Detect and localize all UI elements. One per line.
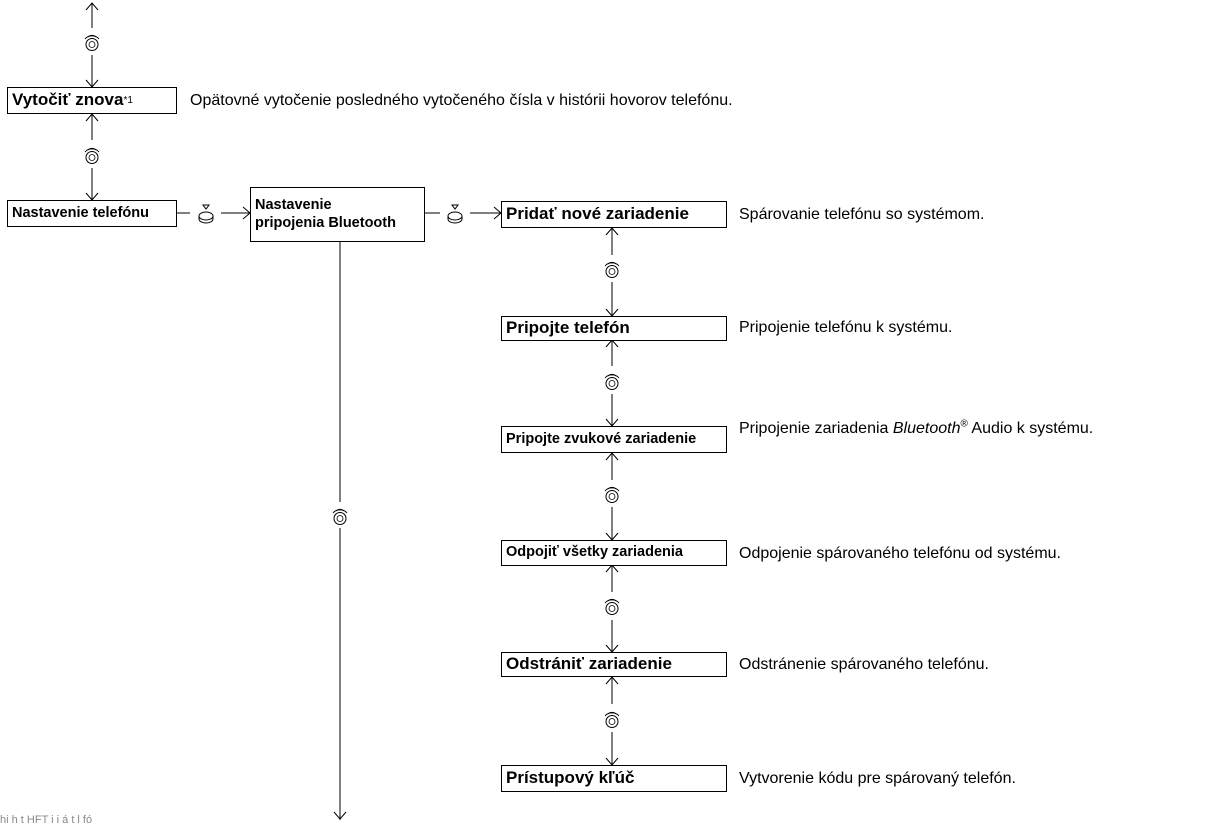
dial-rotate-icon [604,598,620,615]
disconnect-all-label: Odpojiť všetky zariadenia [506,544,683,561]
bluetooth-brand: Bluetooth [892,420,961,437]
remove-device-description: Odstránenie spárovaného telefónu. [739,656,989,673]
dial-rotate-icon [604,261,620,278]
connect-audio-desc-pre: Pripojenie zariadenia [739,420,893,437]
connect-audio-description: Pripojenie zariadenia Bluetooth® Audio k… [739,419,1093,438]
passkey-box[interactable]: Prístupový kľúč [501,765,727,792]
redial-label: Vytočiť znova [12,90,124,110]
connect-phone-description: Pripojenie telefónu k systému. [739,319,953,336]
add-device-description: Spárovanie telefónu so systémom. [739,206,985,223]
add-device-label: Pridať nové zariadenie [506,204,689,224]
dial-rotate-icon [332,508,348,525]
bluetooth-setup-line2: pripojenia Bluetooth [255,214,396,231]
registered-mark: ® [960,418,968,430]
dial-rotate-icon [604,373,620,390]
dial-rotate-icon [84,34,100,51]
phone-settings-box[interactable]: Nastavenie telefónu [7,200,177,227]
disconnect-all-description: Odpojenie spárovaného telefónu od systém… [739,545,1061,562]
connect-phone-label: Pripojte telefón [506,318,630,338]
dial-rotate-icon [604,711,620,728]
connect-audio-desc-post: Audio k systému. [967,420,1094,437]
add-device-box[interactable]: Pridať nové zariadenie [501,201,727,228]
connect-audio-label: Pripojte zvukové zariadenie [506,430,697,447]
remove-device-box[interactable]: Odstrániť zariadenie [501,652,727,677]
connect-phone-box[interactable]: Pripojte telefón [501,316,727,341]
passkey-label: Prístupový kľúč [506,768,635,788]
bluetooth-setup-line1: Nastavenie [255,197,332,214]
disconnect-all-box[interactable]: Odpojiť všetky zariadenia [501,540,727,566]
connect-audio-box[interactable]: Pripojte zvukové zariadenie [501,426,727,453]
phone-settings-label: Nastavenie telefónu [12,204,149,221]
dial-press-icon [447,204,463,224]
passkey-description: Vytvorenie kódu pre spárovaný telefón. [739,770,1016,787]
footer-text: hi h t HFT i i á t l fó [0,814,93,826]
dial-press-icon [198,204,214,224]
redial-description: Opätovné vytočenie posledného vytočeného… [190,92,733,109]
bluetooth-setup-box[interactable]: Nastavenie pripojenia Bluetooth [250,187,425,242]
redial-box[interactable]: Vytočiť znova*1 [7,87,177,114]
remove-device-label: Odstrániť zariadenie [506,654,672,674]
dial-rotate-icon [84,147,100,164]
dial-rotate-icon [604,486,620,503]
